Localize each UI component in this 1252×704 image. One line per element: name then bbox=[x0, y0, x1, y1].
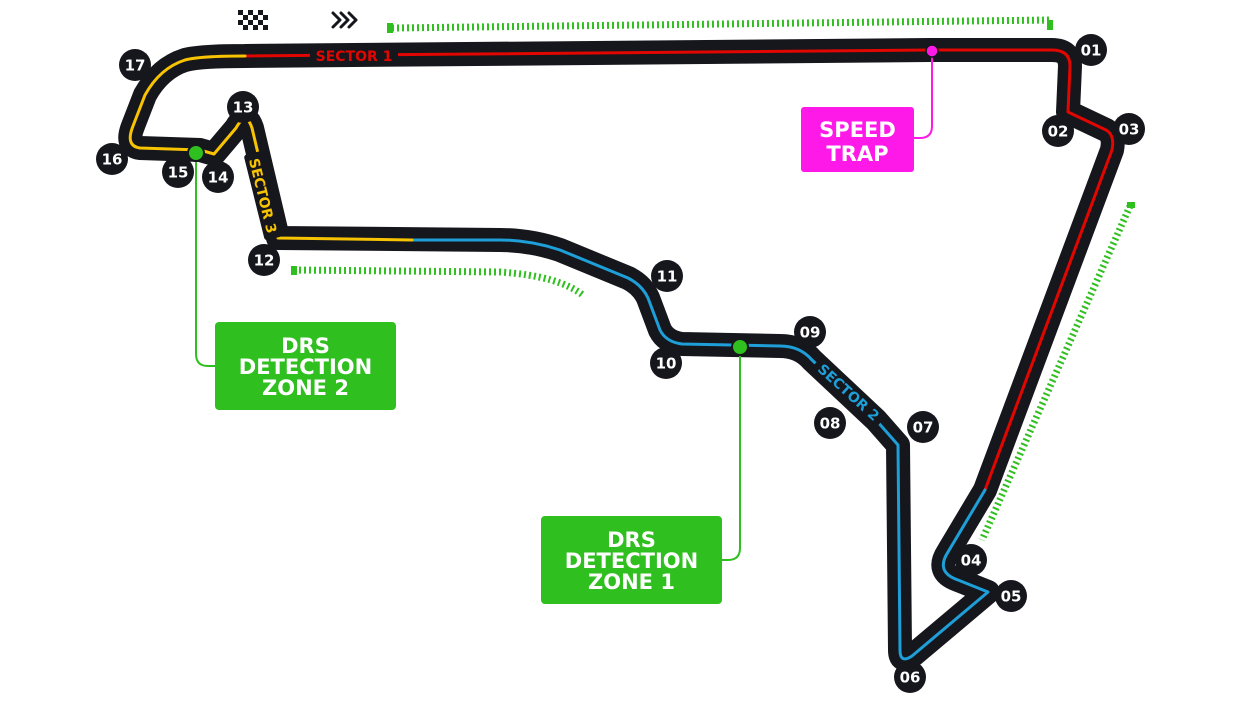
corner-badge: 14 bbox=[202, 161, 234, 193]
drs-detection-zone-1-box: DRS DETECTION ZONE 1 bbox=[541, 516, 722, 604]
drs-zone-start-marker bbox=[1127, 202, 1135, 208]
sector-1-line bbox=[243, 48, 1115, 492]
drs-detection-1-marker bbox=[722, 338, 749, 561]
drs-zone-2-line-2: DETECTION bbox=[239, 355, 372, 379]
corner-badge: 13 bbox=[227, 91, 259, 123]
svg-text:08: 08 bbox=[820, 415, 841, 433]
track bbox=[118, 38, 1125, 671]
corner-badge: 01 bbox=[1075, 34, 1107, 66]
svg-text:10: 10 bbox=[656, 355, 677, 373]
svg-text:16: 16 bbox=[102, 151, 123, 169]
drs-zone-1-line-3: ZONE 1 bbox=[588, 570, 675, 594]
drs-zone-back-straight-2 bbox=[293, 266, 587, 299]
svg-text:14: 14 bbox=[208, 169, 229, 187]
speed-trap-marker bbox=[912, 44, 939, 139]
triple-chevron-icon bbox=[331, 11, 358, 29]
corner-badge: 03 bbox=[1113, 113, 1145, 145]
corner-badges: 01 02 03 04 05 06 07 08 09 10 11 12 13 1… bbox=[96, 34, 1145, 693]
drs-zone-2-line-1: DRS bbox=[281, 334, 330, 358]
drs-zone-back-straight-1 bbox=[978, 204, 1134, 542]
drs-detection-zone-2-box: DRS DETECTION ZONE 2 bbox=[215, 322, 396, 410]
drs-zone-1-line-2: DETECTION bbox=[565, 549, 698, 573]
svg-text:12: 12 bbox=[254, 252, 275, 270]
drs-zone-end-marker bbox=[1047, 20, 1053, 30]
corner-badge: 05 bbox=[995, 580, 1027, 612]
svg-text:07: 07 bbox=[913, 419, 934, 437]
drs-detection-2-marker bbox=[187, 144, 215, 367]
svg-text:05: 05 bbox=[1001, 588, 1022, 606]
svg-text:06: 06 bbox=[900, 669, 921, 687]
corner-badge: 17 bbox=[119, 49, 151, 81]
corner-badge: 04 bbox=[955, 544, 987, 576]
svg-text:01: 01 bbox=[1081, 42, 1102, 60]
corner-badge: 11 bbox=[651, 260, 683, 292]
svg-text:11: 11 bbox=[657, 268, 678, 286]
sector-2-line bbox=[410, 238, 990, 661]
checkered-flag-icon bbox=[238, 10, 270, 30]
sector-1-tag: SECTOR 1 bbox=[310, 47, 398, 65]
speed-trap-line-2: TRAP bbox=[826, 142, 888, 166]
sector-1-label: SECTOR 1 bbox=[316, 49, 393, 65]
drs-zone-2-line-3: ZONE 2 bbox=[262, 376, 349, 400]
corner-badge: 02 bbox=[1042, 115, 1074, 147]
svg-text:13: 13 bbox=[233, 99, 254, 117]
speed-trap-label: SPEED TRAP bbox=[801, 107, 914, 172]
drs-zone-1-line-1: DRS bbox=[607, 528, 656, 552]
speed-trap-line-1: SPEED bbox=[819, 118, 896, 142]
corner-badge: 10 bbox=[650, 347, 682, 379]
corner-badge: 08 bbox=[814, 407, 846, 439]
svg-text:02: 02 bbox=[1048, 123, 1069, 141]
svg-text:04: 04 bbox=[961, 552, 982, 570]
svg-text:15: 15 bbox=[168, 164, 189, 182]
drs-zone-start-marker bbox=[291, 266, 297, 275]
corner-badge: 16 bbox=[96, 143, 128, 175]
corner-badge: 12 bbox=[248, 244, 280, 276]
drs-zone-start-marker bbox=[387, 23, 393, 33]
corner-badge: 15 bbox=[162, 156, 194, 188]
svg-text:03: 03 bbox=[1119, 121, 1140, 139]
corner-badge: 06 bbox=[894, 661, 926, 693]
corner-badge: 07 bbox=[907, 411, 939, 443]
drs-zone-main-straight bbox=[391, 16, 1051, 32]
svg-text:17: 17 bbox=[125, 57, 146, 75]
svg-text:09: 09 bbox=[800, 324, 821, 342]
drs-activation-zones bbox=[293, 16, 1134, 542]
corner-badge: 09 bbox=[794, 316, 826, 348]
